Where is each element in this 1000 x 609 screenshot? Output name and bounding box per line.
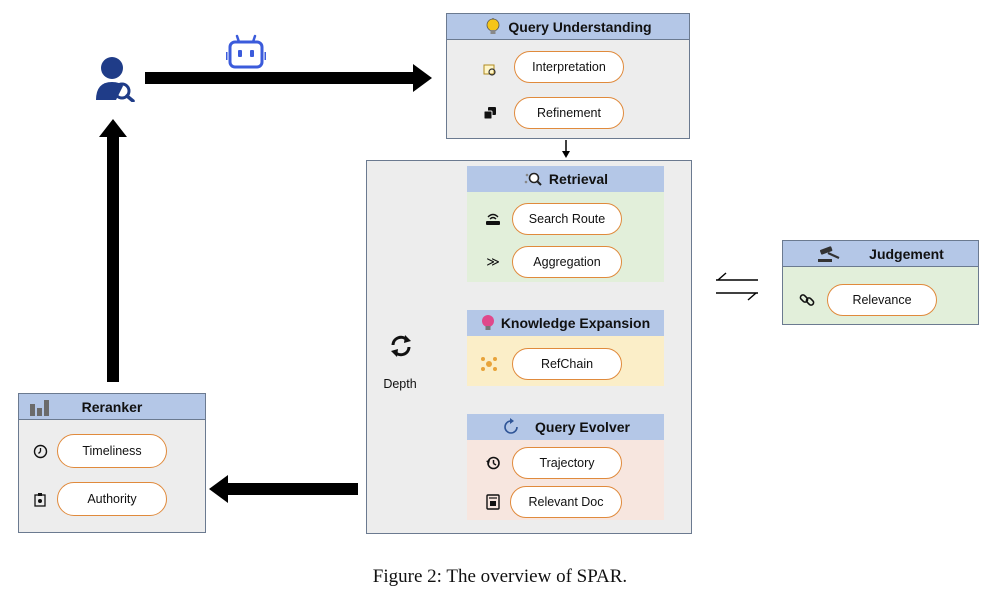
image-search-icon (481, 61, 499, 79)
knowledge-expansion-header: Knowledge Expansion (467, 310, 664, 336)
double-chevron-icon: ≫ (486, 254, 500, 269)
magnifier-icon (523, 171, 543, 187)
lightbulb-icon (484, 17, 502, 36)
refresh-icon (501, 417, 521, 437)
depth-label: Depth (383, 377, 417, 391)
relevant-doc-pill: Relevant Doc (510, 486, 622, 518)
bar-chart-icon (29, 398, 51, 416)
query-understanding-panel: Query Understanding Interpretation Refin… (446, 13, 690, 139)
figure-caption: Figure 2: The overview of SPAR. (372, 566, 628, 587)
link-icon (798, 291, 816, 309)
interpretation-pill: Interpretation (514, 51, 624, 83)
reranker-title: Reranker (81, 398, 143, 415)
search-route-pill: Search Route (512, 203, 622, 235)
judgement-title: Judgement (869, 245, 944, 262)
reranker-panel: Reranker Timeliness Authority (18, 393, 206, 533)
query-understanding-title: Query Understanding (508, 18, 652, 35)
authority-pill: Authority (57, 482, 167, 516)
bulb-icon (481, 314, 495, 332)
query-evolver-title: Query Evolver (535, 419, 630, 435)
reranker-header: Reranker (19, 394, 205, 420)
retrieval-header: Retrieval (467, 166, 664, 192)
query-evolver-header: Query Evolver (467, 414, 664, 440)
user-search-icon (92, 56, 136, 103)
knowledge-expansion-title: Knowledge Expansion (500, 315, 651, 331)
judgement-header: Judgement (783, 241, 978, 267)
query-understanding-header: Query Understanding (447, 14, 689, 40)
judgement-panel: Judgement Relevance (782, 240, 979, 325)
refchain-pill: RefChain (512, 348, 622, 380)
timeliness-pill: Timeliness (57, 434, 167, 468)
aggregation-pill: Aggregation (512, 246, 622, 278)
document-icon (484, 493, 502, 511)
gavel-icon (817, 245, 847, 263)
network-icon (480, 355, 498, 373)
history-icon (484, 454, 502, 472)
badge-icon (31, 490, 49, 508)
knowledge-expansion-panel: Knowledge Expansion RefChain (467, 310, 664, 386)
sync-icon (388, 333, 414, 359)
query-evolver-panel: Query Evolver Trajectory Relevant Doc (467, 414, 664, 520)
refinement-pill: Refinement (514, 97, 624, 129)
clock-icon (31, 442, 49, 460)
trajectory-pill: Trajectory (512, 447, 622, 479)
layers-icon (481, 104, 499, 122)
retrieval-panel: Retrieval Search Route ≫ Aggregation (467, 166, 664, 282)
retrieval-title: Retrieval (548, 171, 609, 187)
router-icon (484, 210, 502, 228)
relevance-pill: Relevance (827, 284, 937, 316)
